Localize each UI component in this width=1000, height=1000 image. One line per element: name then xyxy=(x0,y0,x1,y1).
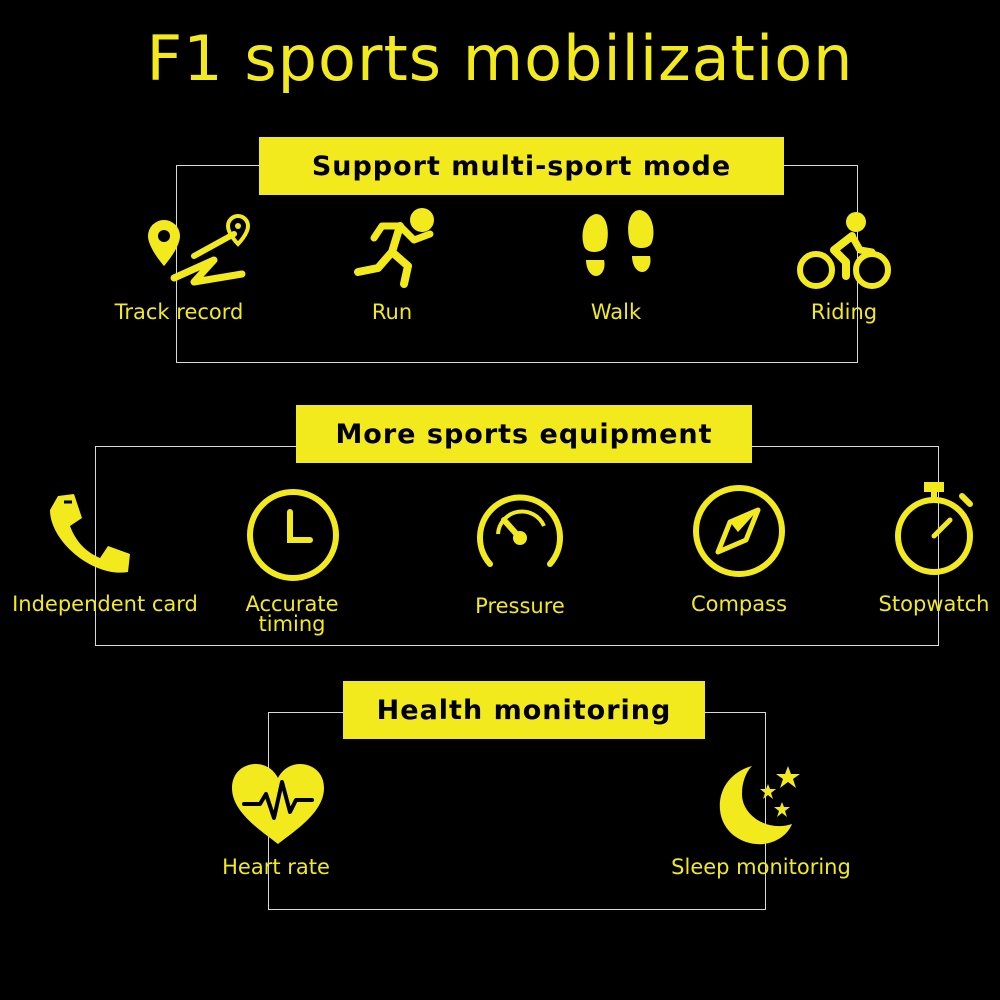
pressure-label: Pressure xyxy=(475,594,565,618)
equipment-heading: More sports equipment xyxy=(296,405,752,463)
timing-label: timing xyxy=(258,612,326,636)
health-frame xyxy=(268,712,766,910)
walk-label: Walk xyxy=(590,300,642,324)
compass-label: Compass xyxy=(690,592,788,616)
health-heading: Health monitoring xyxy=(343,681,705,739)
accurate-timing-label: Accurate timing xyxy=(232,592,352,636)
compass-icon xyxy=(693,485,785,577)
accurate-label: Accurate xyxy=(245,592,339,616)
phone-icon xyxy=(50,494,130,573)
riding-icon xyxy=(797,212,891,289)
run-label: Run xyxy=(371,300,413,324)
heart-rate-label: Heart rate xyxy=(222,855,330,879)
sport-modes-heading: Support multi-sport mode xyxy=(259,137,784,195)
track-record-label: Track record xyxy=(114,300,244,324)
sleep-monitoring-label: Sleep monitoring xyxy=(671,855,851,879)
run-icon xyxy=(354,208,434,288)
riding-label: Riding xyxy=(810,300,878,324)
stopwatch-icon xyxy=(895,482,973,575)
clock-icon xyxy=(247,489,339,581)
moon-stars-icon xyxy=(719,766,800,845)
independent-card-label: Independent card xyxy=(12,592,198,616)
stopwatch-label: Stopwatch xyxy=(878,592,990,616)
walk-icon xyxy=(582,210,654,276)
heart-rate-icon xyxy=(232,764,324,844)
page-title: F1 sports mobilization xyxy=(146,22,854,95)
gauge-icon xyxy=(477,494,563,567)
track-record-icon xyxy=(148,213,251,286)
